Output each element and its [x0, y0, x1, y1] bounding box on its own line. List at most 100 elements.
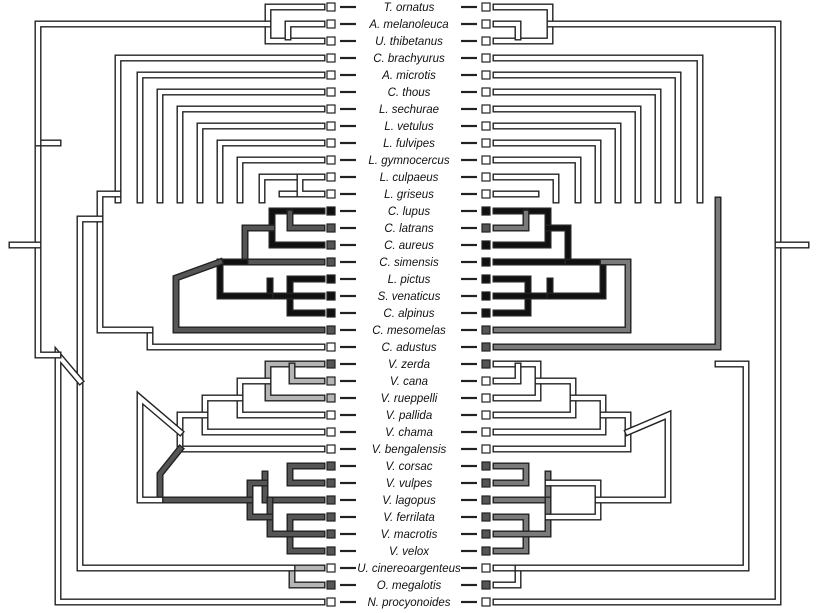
- taxon-row: L. griseus: [326, 189, 491, 201]
- taxon-label: U. thibetanus: [375, 36, 443, 48]
- taxon-row: C. aureus: [326, 240, 491, 252]
- taxon-row: V. velox: [326, 546, 491, 558]
- left-state-square: [326, 444, 336, 454]
- taxon-row: L. pictus: [326, 274, 491, 286]
- right-state-square: [481, 138, 491, 148]
- right-state-square: [481, 172, 491, 182]
- corsac-branch: [287, 463, 325, 486]
- right-state-square: [481, 70, 491, 80]
- taxon-row: L. culpaeus: [326, 172, 491, 184]
- taxon-label: C. adustus: [382, 342, 437, 354]
- taxon-label: V. cana: [390, 376, 428, 388]
- left-state-square: [326, 427, 336, 437]
- ursid-inner-branch: [285, 21, 325, 40]
- taxon-label: T. ornatus: [384, 2, 435, 14]
- taxon-row: L. fulvipes: [326, 138, 491, 150]
- taxon-label: L. pictus: [388, 274, 431, 286]
- left-state-square: [326, 155, 336, 165]
- cana-branch: [289, 363, 325, 384]
- r-macrotis-branch: [493, 497, 551, 537]
- taxon-label: A. microtis: [381, 70, 436, 82]
- taxon-label: V. corsac: [385, 461, 432, 473]
- taxon-label: C. brachyurus: [373, 53, 445, 65]
- r-latrans-branch: [493, 210, 529, 231]
- taxon-label: V. vulpes: [386, 478, 433, 490]
- left-state-square: [326, 495, 336, 505]
- taxon-row: C. thous: [326, 87, 491, 99]
- nyctereutes-branch: [55, 349, 325, 605]
- r-vulpes-inner-branch-outline: [544, 479, 602, 521]
- taxon-row: C. brachyurus: [326, 53, 491, 65]
- south-american-branch-4: [197, 123, 325, 203]
- right-state-square: [481, 359, 491, 369]
- vulpini-join-branch: [77, 216, 295, 571]
- r-lagopus-branch: [493, 471, 551, 503]
- left-state-square: [326, 189, 336, 199]
- wolf-core-branch-outline: [216, 258, 274, 300]
- right-state-square: [481, 444, 491, 454]
- taxon-row: N. procyonoides: [326, 597, 491, 609]
- taxon-row: V. rueppelli: [326, 393, 491, 405]
- vulpes-join-branch: [137, 393, 183, 503]
- right-state-square: [481, 512, 491, 522]
- left-state-square: [326, 308, 336, 318]
- right-state-square: [481, 495, 491, 505]
- taxon-row: C. alpinus: [326, 308, 491, 320]
- r-south-american-branch-2: [493, 89, 661, 203]
- r-simensis-branch: [493, 225, 571, 265]
- taxon-label: V. zerda: [388, 359, 430, 371]
- canidae-root-branch-outline: [34, 139, 62, 359]
- latrans-branch-outline: [286, 209, 326, 232]
- taxon-row: V. corsac: [326, 461, 491, 473]
- left-state-square: [326, 393, 336, 403]
- left-state-square: [326, 172, 336, 182]
- taxon-row: V. macrotis: [326, 529, 491, 541]
- taxon-label: V. rueppelli: [381, 393, 438, 405]
- taxon-row: O. megalotis: [326, 580, 491, 592]
- venaticus-branch-outline: [266, 277, 326, 300]
- r-vulpini-join-branch-outline: [514, 360, 750, 572]
- right-state-square: [481, 546, 491, 556]
- taxon-row: V. ferrilata: [326, 512, 491, 524]
- taxon-label: S. venaticus: [378, 291, 441, 303]
- r-south-american-branch-3: [493, 106, 641, 203]
- taxon-row: V. zerda: [326, 359, 491, 371]
- vulpes-core-branch: [157, 446, 253, 503]
- right-state-square: [481, 461, 491, 471]
- right-state-square: [481, 427, 491, 437]
- taxon-label: C. aureus: [384, 240, 434, 252]
- r-venaticus-branch-outline: [492, 277, 554, 300]
- r-cana-branch-outline: [492, 362, 522, 385]
- r-south-american-branch-0: [493, 55, 703, 203]
- right-state-square: [481, 308, 491, 318]
- right-state-square: [481, 87, 491, 97]
- corsac-branch-outline: [286, 462, 326, 487]
- taxon-row: C. adustus: [326, 342, 491, 354]
- right-state-square: [481, 342, 491, 352]
- urocyon-otocyon-branch-outline: [288, 564, 326, 589]
- left-state-square: [326, 359, 336, 369]
- right-state-square: [481, 580, 491, 590]
- right-state-square: [481, 189, 491, 199]
- left-state-square: [326, 597, 336, 607]
- r-south-american-branch-1: [493, 72, 681, 203]
- taxon-label: C. thous: [388, 87, 431, 99]
- r-latrans-branch-outline: [492, 209, 530, 232]
- wolf-core-branch: [217, 259, 273, 299]
- taxon-row: U. cinereoargenteus: [326, 563, 491, 575]
- taxon-row: A. microtis: [326, 70, 491, 82]
- taxon-label: C. lupus: [388, 206, 430, 218]
- right-state-square: [481, 2, 491, 12]
- taxon-label: V. bengalensis: [372, 444, 447, 456]
- taxon-row: S. venaticus: [326, 291, 491, 303]
- left-state-square: [326, 461, 336, 471]
- r-vulpes-join-branch: [595, 411, 671, 503]
- taxon-label: L. griseus: [384, 189, 434, 201]
- right-state-square: [481, 240, 491, 250]
- taxon-label: V. macrotis: [381, 529, 438, 541]
- left-state-square: [326, 546, 336, 556]
- taxon-label: V. ferrilata: [383, 512, 435, 524]
- taxon-row: C. lupus: [326, 206, 491, 218]
- left-state-square: [326, 121, 336, 131]
- macrotis-branch: [267, 497, 325, 537]
